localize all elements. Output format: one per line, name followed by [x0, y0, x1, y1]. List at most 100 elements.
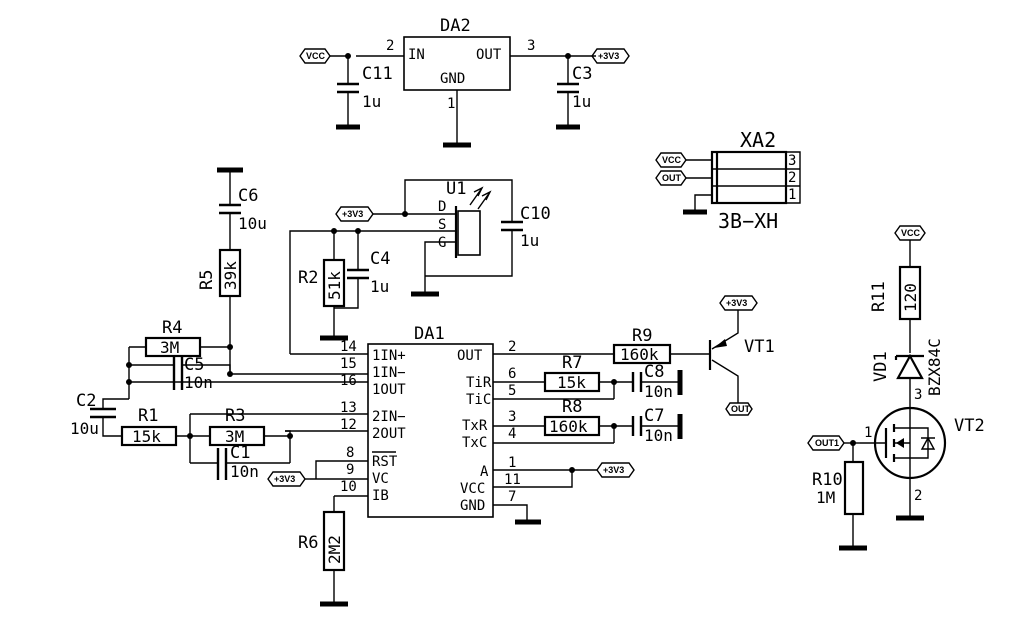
zener-vd1: VD1 BZX84C 3	[871, 338, 944, 413]
svg-text:VCC: VCC	[662, 155, 682, 165]
svg-text:C7: C7	[644, 406, 664, 426]
svg-text:R7: R7	[562, 353, 582, 373]
svg-text:5: 5	[508, 383, 516, 399]
capacitor-c2: C2 10u	[70, 391, 129, 438]
svg-text:VCC: VCC	[460, 481, 485, 497]
svg-text:OUT: OUT	[731, 404, 751, 414]
svg-text:10n: 10n	[184, 373, 213, 392]
da2-ref: DA2	[440, 16, 471, 36]
svg-text:C10: C10	[520, 204, 551, 224]
svg-text:VT1: VT1	[744, 337, 775, 357]
svg-text:C4: C4	[370, 249, 390, 269]
svg-text:1IN−: 1IN−	[372, 365, 406, 381]
vcc-label-vt2: VCC	[894, 225, 926, 267]
svg-text:S: S	[438, 217, 446, 233]
svg-text:160k: 160k	[549, 417, 588, 436]
da2-pin-in: 2	[386, 38, 394, 54]
svg-text:1M: 1M	[816, 488, 835, 507]
svg-text:C8: C8	[644, 362, 664, 382]
v33-label-vt1: +3V3	[719, 295, 758, 318]
da2-pin-gnd: 1	[447, 96, 455, 112]
da2-pin-out: 3	[527, 38, 535, 54]
v33-label-a: +3V3	[596, 462, 635, 478]
svg-text:OUT: OUT	[662, 173, 682, 183]
svg-text:12: 12	[340, 417, 357, 433]
svg-text:R2: R2	[298, 268, 318, 288]
svg-text:10n: 10n	[644, 426, 673, 445]
svg-text:C5: C5	[184, 355, 204, 375]
mosfet-vt2: VT2 1 2	[860, 406, 985, 521]
svg-text:R1: R1	[138, 406, 158, 426]
svg-text:VC: VC	[372, 471, 389, 487]
svg-text:XA2: XA2	[740, 128, 776, 152]
svg-text:1: 1	[508, 455, 516, 471]
svg-text:10: 10	[340, 479, 357, 495]
vcc-label-top: VCC	[299, 48, 348, 64]
svg-text:1u: 1u	[520, 231, 539, 250]
svg-text:OUT1: OUT1	[815, 438, 839, 448]
svg-text:120: 120	[901, 283, 920, 312]
svg-text:51k: 51k	[325, 271, 344, 300]
svg-text:2: 2	[508, 339, 516, 355]
svg-text:11: 11	[504, 472, 521, 488]
svg-text:1u: 1u	[362, 92, 381, 111]
capacitor-c11: C11 1u	[336, 56, 393, 130]
svg-text:16: 16	[340, 373, 357, 389]
connector-xa2: XA2 3 2 1 3B−XH	[683, 128, 801, 233]
out-label-vt1: OUT	[725, 402, 753, 416]
resistor-r8: 160k R8	[543, 397, 633, 443]
svg-text:A: A	[480, 464, 489, 480]
resistor-r10: R10 1M	[812, 443, 867, 551]
svg-text:+3V3: +3V3	[603, 465, 624, 475]
capacitor-c7: C7 10n	[631, 406, 683, 445]
svg-text:C2: C2	[76, 391, 96, 411]
svg-text:RST: RST	[372, 454, 398, 470]
svg-text:3M: 3M	[225, 427, 244, 446]
svg-text:3B−XH: 3B−XH	[718, 209, 778, 233]
svg-text:TiC: TiC	[466, 392, 491, 408]
capacitor-c5: C5 10n	[129, 355, 231, 392]
svg-text:2: 2	[788, 170, 796, 186]
da2-gnd-label: GND	[440, 71, 465, 87]
svg-text:C6: C6	[238, 186, 258, 206]
svg-text:+3V3: +3V3	[274, 474, 295, 484]
capacitor-c6: C6 10u	[217, 167, 267, 250]
svg-text:7: 7	[508, 489, 516, 505]
svg-text:1IN+: 1IN+	[372, 348, 406, 364]
resistor-r3: 3M R3	[208, 406, 290, 447]
svg-text:10n: 10n	[230, 462, 259, 481]
svg-text:1: 1	[788, 187, 796, 203]
svg-text:2IN−: 2IN−	[372, 409, 406, 425]
resistor-r11: 120 R11	[869, 265, 922, 353]
svg-text:OUT: OUT	[457, 348, 483, 364]
photodiode-u1: U1 D S G	[438, 179, 492, 258]
svg-text:R3: R3	[225, 406, 245, 426]
svg-text:TxC: TxC	[462, 435, 487, 451]
resistor-r6: 2M2 R6	[298, 496, 348, 607]
svg-text:C11: C11	[362, 64, 393, 84]
svg-text:15: 15	[340, 356, 357, 372]
svg-text:10u: 10u	[238, 214, 267, 233]
svg-text:BZX84C: BZX84C	[925, 338, 944, 396]
capacitor-c8: C8 10n	[631, 362, 683, 401]
out-label-xa2: OUT	[655, 170, 687, 186]
svg-text:VD1: VD1	[871, 351, 891, 382]
svg-text:VCC: VCC	[306, 51, 326, 61]
svg-text:G: G	[438, 235, 446, 251]
svg-text:1OUT: 1OUT	[372, 382, 406, 398]
v33-label-top: +3V3	[591, 48, 630, 64]
svg-text:TxR: TxR	[462, 418, 488, 434]
svg-text:13: 13	[340, 400, 357, 416]
v33-label-u1: +3V3	[335, 206, 374, 222]
capacitor-c1: C1 10n	[190, 443, 290, 481]
svg-text:R11: R11	[869, 281, 889, 312]
svg-text:3: 3	[508, 409, 516, 425]
svg-text:3: 3	[914, 387, 922, 403]
resistor-r1: 15k R1	[120, 406, 210, 447]
resistor-r2: 51k R2	[298, 231, 348, 341]
svg-text:14: 14	[340, 339, 357, 355]
svg-text:D: D	[438, 199, 446, 215]
vcc-label-xa2: VCC	[655, 152, 687, 168]
svg-text:+3V3: +3V3	[598, 51, 619, 61]
